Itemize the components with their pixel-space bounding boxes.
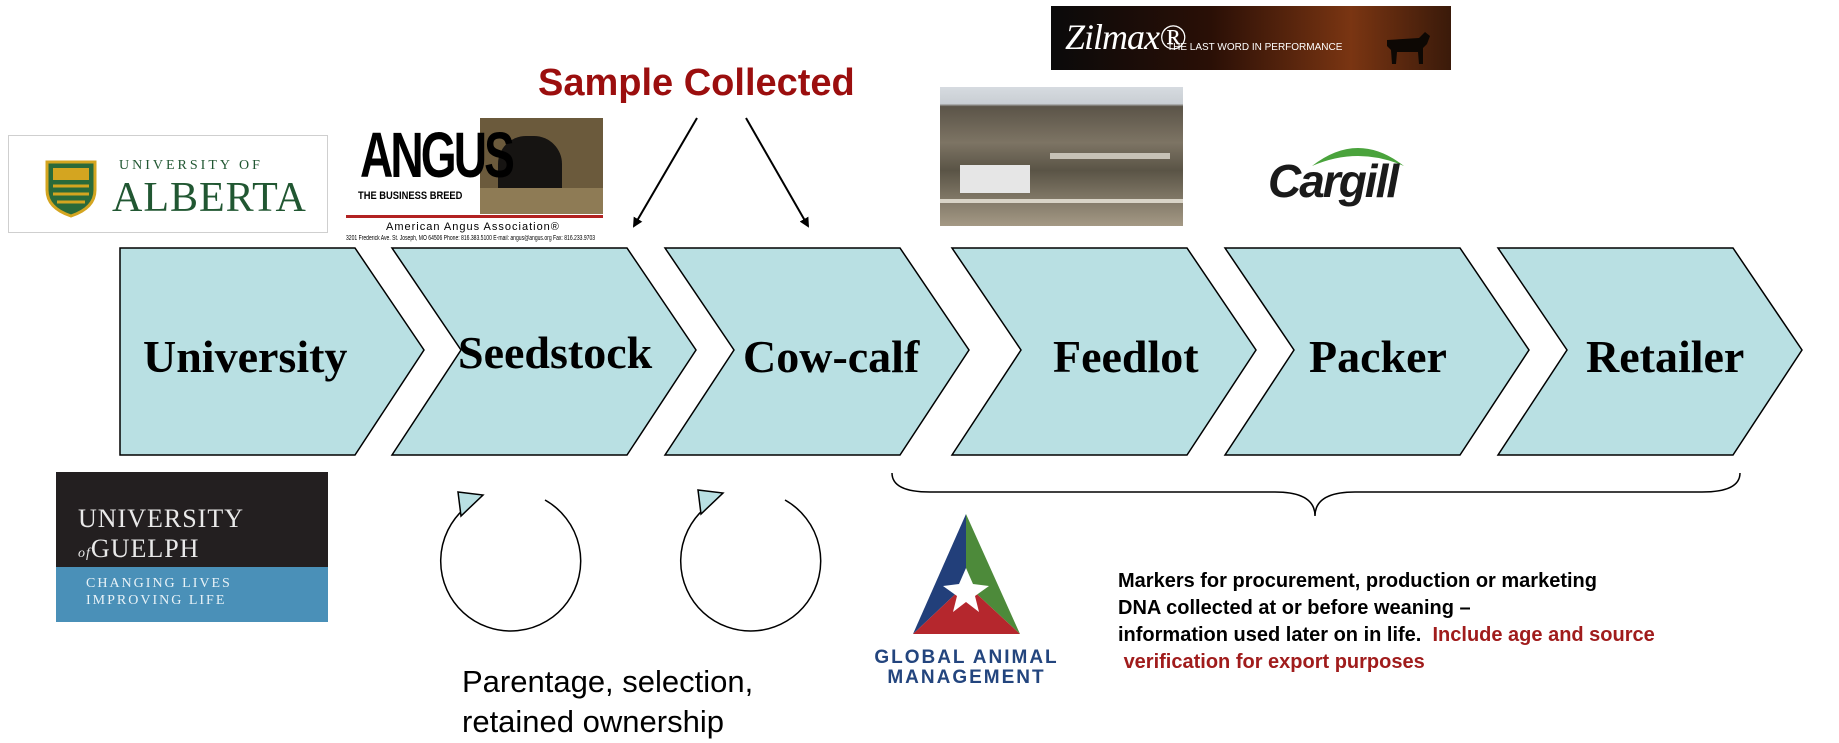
alberta-logo-line2: ALBERTA (112, 175, 307, 221)
stage-label-packer: Packer (1309, 331, 1447, 382)
stage-label-cow-calf: Cow-calf (743, 331, 920, 382)
feedlot-photo (940, 87, 1183, 226)
chevron-university: University (119, 247, 425, 456)
angus-cattle-photo (480, 118, 603, 214)
markers-note: Markers for procurement, production or m… (1118, 570, 1655, 673)
stage-label-retailer: Retailer (1586, 331, 1744, 382)
chevron-seedstock: Seedstock (390, 247, 697, 456)
angus-address: 3201 Frederick Ave. St. Joseph, MO 64506… (346, 235, 596, 242)
cycle-arrow-cow-calf (679, 489, 822, 632)
sample-arrow-seedstock (632, 117, 698, 228)
angus-association-name: American Angus Association® (386, 221, 560, 233)
cycle-arrow-seedstock (439, 491, 582, 632)
university-of-alberta-logo: UNIVERSITY OF ALBERTA (8, 135, 328, 233)
grouping-brace (891, 472, 1741, 517)
cargill-wordmark: Cargill (1268, 155, 1399, 207)
angus-logo: ANGUS THE BUSINESS BREED American Angus … (346, 118, 603, 244)
chevron-feedlot: Feedlot (950, 247, 1257, 456)
stage-label-seedstock: Seedstock (458, 327, 653, 378)
stage-label-university: University (143, 331, 347, 382)
cargill-leaf-icon (1312, 148, 1404, 166)
chevron-cow-calf: Cow-calf (663, 247, 970, 456)
cargill-logo: Cargill (1268, 140, 1418, 210)
chevron-retailer: Retailer (1496, 247, 1803, 456)
cow-silhouette-icon (1387, 32, 1430, 64)
angus-tagline: THE BUSINESS BREED (358, 190, 463, 202)
zilmax-logo: Zilmax® THE LAST WORD IN PERFORMANCE (1051, 6, 1451, 70)
stage-label-feedlot: Feedlot (1053, 331, 1199, 382)
parentage-note: Parentage, selection, retained ownership (462, 664, 754, 739)
alberta-crest-icon (45, 160, 97, 218)
zilmax-brand: Zilmax® (1065, 17, 1186, 57)
alberta-logo-line1: UNIVERSITY OF (119, 158, 263, 173)
gam-triangle-icon (913, 514, 1020, 634)
zilmax-tagline: THE LAST WORD IN PERFORMANCE (1167, 42, 1343, 53)
sample-collected-label: Sample Collected (538, 62, 855, 104)
chevron-packer: Packer (1223, 247, 1530, 456)
angus-wordmark: ANGUS (360, 119, 515, 191)
sample-arrow-cow-calf (745, 117, 809, 228)
